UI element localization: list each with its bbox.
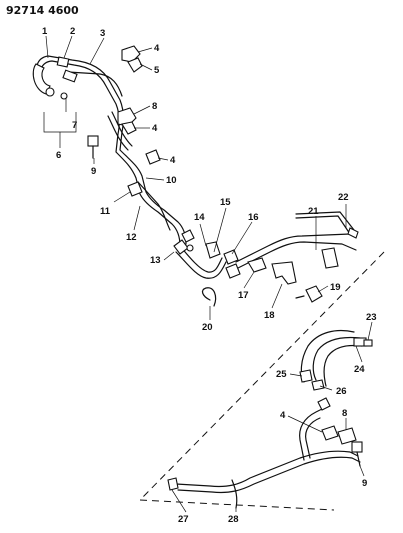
callout-3: 3	[100, 28, 105, 39]
callout-9: 9	[362, 478, 367, 489]
callout-1: 1	[42, 26, 48, 37]
callout-9: 9	[91, 166, 96, 177]
middle-hoses	[173, 229, 241, 279]
callout-2: 2	[70, 26, 75, 37]
callout-8: 8	[152, 101, 157, 112]
clips-lower	[321, 425, 363, 467]
callout-22: 22	[338, 192, 349, 203]
callout-25: 25	[276, 369, 287, 380]
callout-7: 7	[72, 120, 77, 131]
callout-4: 4	[152, 123, 158, 134]
callout-11: 11	[100, 206, 111, 217]
callout-21: 21	[308, 206, 319, 217]
leader-lines	[43, 35, 373, 513]
upper-hose	[32, 56, 78, 100]
callout-14: 14	[194, 212, 205, 223]
bolt-upper	[87, 135, 99, 159]
lower-fuel-tubes	[167, 397, 361, 509]
callout-15: 15	[220, 197, 231, 208]
callout-13: 13	[150, 255, 161, 266]
callout-4: 4	[170, 155, 176, 166]
callout-12: 12	[126, 232, 137, 243]
callout-24: 24	[354, 364, 365, 375]
callout-20: 20	[202, 322, 213, 333]
callout-8: 8	[342, 408, 347, 419]
lower-right-hoses	[299, 329, 373, 391]
callout-27: 27	[178, 514, 189, 525]
small-parts-mid	[201, 257, 323, 307]
callout-6: 6	[56, 150, 61, 161]
callout-19: 19	[330, 282, 341, 293]
callout-28: 28	[228, 514, 239, 525]
callout-10: 10	[166, 175, 177, 186]
callout-4: 4	[154, 43, 160, 54]
clips-upper	[117, 45, 161, 197]
diagram-code: 92714 4600	[6, 4, 79, 17]
callout-18: 18	[264, 310, 275, 321]
right-tubes	[235, 211, 359, 269]
boundary-dashed-lines	[139, 251, 385, 511]
callout-23: 23	[366, 312, 377, 323]
callout-labels: 1 2 3 4 5 6 7 8 4 4 9 10 11 12 13 14 15 …	[42, 26, 377, 525]
callout-17: 17	[238, 290, 249, 301]
callout-16: 16	[248, 212, 259, 223]
callout-4: 4	[280, 410, 286, 421]
callout-26: 26	[336, 386, 347, 397]
callout-5: 5	[154, 65, 160, 76]
